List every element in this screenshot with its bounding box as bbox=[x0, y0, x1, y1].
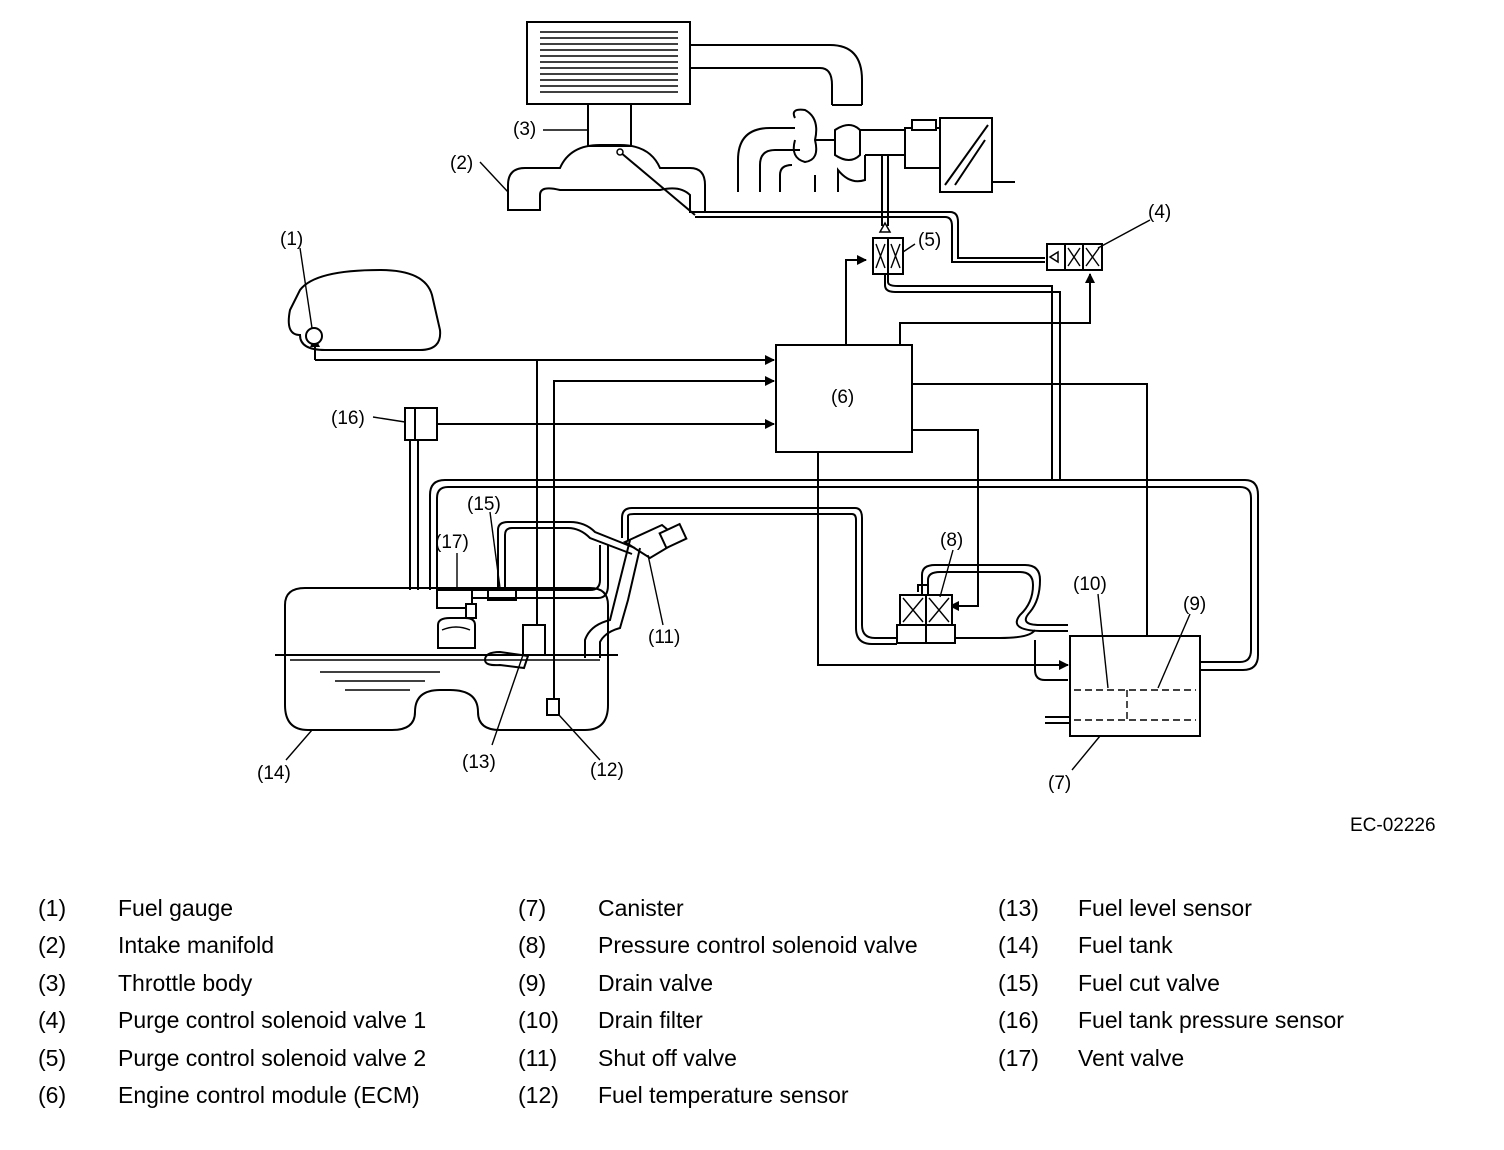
callout-9: (9) bbox=[1183, 594, 1206, 615]
legend-num: (7) bbox=[518, 895, 547, 921]
callout-10: (10) bbox=[1073, 574, 1107, 595]
leader-lines bbox=[285, 129, 1191, 771]
legend-text: Drain valve bbox=[598, 970, 714, 996]
turbo-piping bbox=[737, 108, 1015, 193]
legend-num: (8) bbox=[518, 932, 547, 958]
legend-num: (13) bbox=[998, 895, 1039, 921]
legend-num: (17) bbox=[998, 1045, 1039, 1071]
fuel-temp-sensor bbox=[546, 698, 560, 716]
legend-num: (9) bbox=[518, 970, 547, 996]
legend-num: (1) bbox=[38, 895, 67, 921]
legend-num: (4) bbox=[38, 1007, 67, 1033]
callout-12: (12) bbox=[590, 760, 624, 781]
purge-valve-2 bbox=[872, 155, 904, 275]
pressure-control-valve bbox=[896, 564, 1068, 644]
legend-text: Purge control solenoid valve 2 bbox=[118, 1045, 427, 1071]
legend: (1) Fuel gauge (2) Intake manifold (3) T… bbox=[0, 888, 1504, 1128]
fuel-level-sensor bbox=[483, 624, 546, 670]
pressure-sensor bbox=[404, 407, 438, 590]
callout-8: (8) bbox=[940, 530, 963, 551]
canister bbox=[1034, 635, 1201, 737]
shut-off-valve bbox=[584, 507, 897, 658]
legend-num: (14) bbox=[998, 932, 1039, 958]
legend-text: Fuel gauge bbox=[118, 895, 234, 921]
callout-1: (1) bbox=[280, 229, 303, 250]
legend-text: Purge control solenoid valve 1 bbox=[118, 1007, 427, 1033]
legend-num: (2) bbox=[38, 932, 67, 958]
air-cleaner bbox=[526, 21, 863, 106]
legend-text: Fuel cut valve bbox=[1078, 970, 1220, 996]
evap-system-diagram: (1) (2) (3) (4) (5) (6) (7) (8) (9) (10)… bbox=[257, 21, 1436, 836]
fuel-tank bbox=[275, 587, 618, 731]
legend-num: (12) bbox=[518, 1082, 559, 1108]
legend-text: Fuel tank pressure sensor bbox=[1078, 1007, 1344, 1033]
callout-6: (6) bbox=[831, 387, 854, 408]
callout-4: (4) bbox=[1148, 202, 1171, 223]
legend-num: (10) bbox=[518, 1007, 559, 1033]
fuel-gauge bbox=[287, 268, 442, 351]
callout-14: (14) bbox=[257, 763, 291, 784]
legend-text: Throttle body bbox=[118, 970, 253, 996]
callout-3: (3) bbox=[513, 119, 536, 140]
legend-text: Intake manifold bbox=[118, 932, 274, 958]
callout-17: (17) bbox=[435, 532, 469, 553]
legend-text: Engine control module (ECM) bbox=[118, 1082, 420, 1108]
callout-13: (13) bbox=[462, 752, 496, 773]
callout-16: (16) bbox=[331, 408, 365, 429]
legend-text: Fuel temperature sensor bbox=[598, 1082, 849, 1108]
callout-11: (11) bbox=[648, 627, 680, 648]
legend-num: (3) bbox=[38, 970, 67, 996]
legend-text: Pressure control solenoid valve bbox=[598, 932, 918, 958]
callout-7: (7) bbox=[1048, 773, 1071, 794]
legend-num: (16) bbox=[998, 1007, 1039, 1033]
ecm bbox=[775, 344, 913, 453]
legend-num: (5) bbox=[38, 1045, 67, 1071]
legend-text: Fuel level sensor bbox=[1078, 895, 1252, 921]
callout-15: (15) bbox=[467, 494, 501, 515]
legend-text: Shut off valve bbox=[598, 1045, 737, 1071]
figure-id: EC-02226 bbox=[1350, 815, 1436, 836]
legend-text: Drain filter bbox=[598, 1007, 703, 1033]
intake-manifold bbox=[507, 144, 706, 216]
legend-num: (15) bbox=[998, 970, 1039, 996]
legend-num: (11) bbox=[518, 1045, 558, 1071]
legend-text: Vent valve bbox=[1078, 1045, 1185, 1071]
callout-2: (2) bbox=[450, 153, 473, 174]
callout-5: (5) bbox=[918, 230, 941, 251]
throttle-body bbox=[587, 103, 632, 147]
purge-valve-1 bbox=[1046, 243, 1103, 271]
legend-text: Fuel tank bbox=[1078, 932, 1173, 958]
legend-num: (6) bbox=[38, 1082, 67, 1108]
legend-text: Canister bbox=[598, 895, 684, 921]
vent-valve bbox=[436, 589, 477, 649]
